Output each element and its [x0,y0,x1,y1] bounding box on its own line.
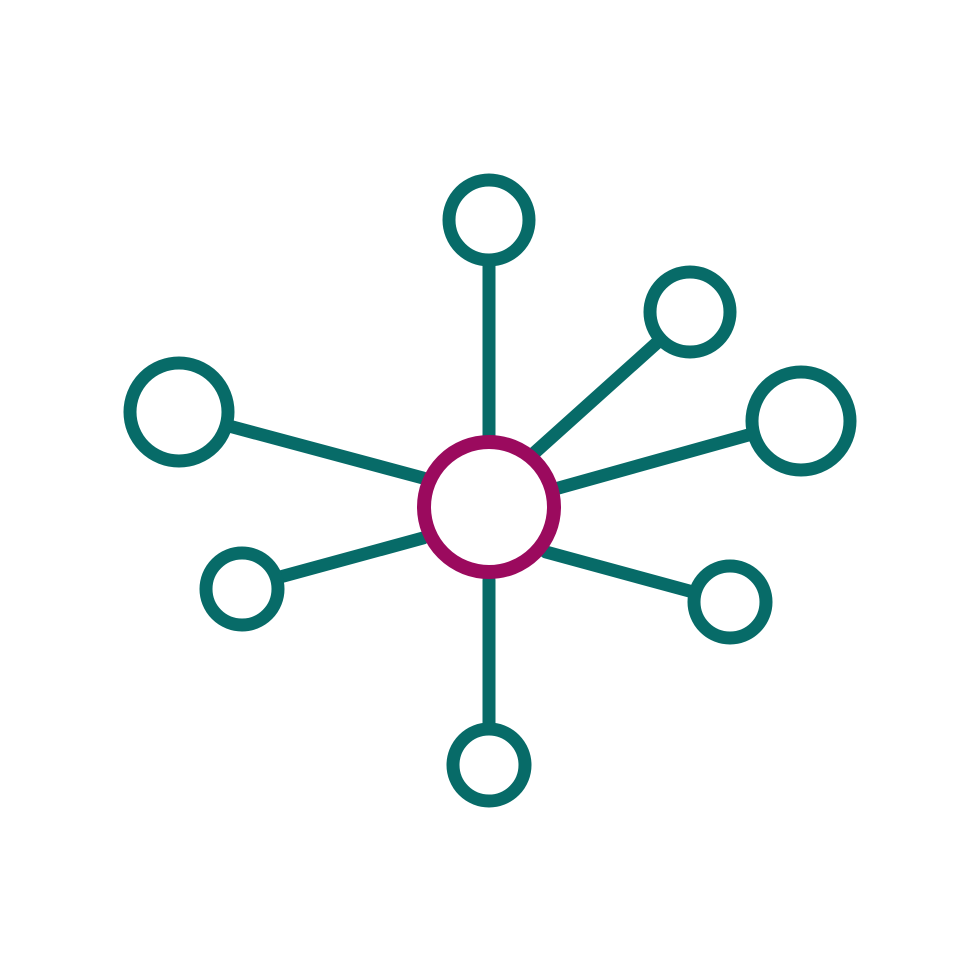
outer-nodes [123,173,857,808]
spoke-bottom-right [539,545,700,599]
spoke-top-right [525,333,667,462]
spokes [222,255,759,733]
node-right [745,365,857,477]
node-bottom-left [199,546,285,632]
hub-node [417,435,561,579]
node-left [123,356,235,468]
spoke-right [548,427,759,496]
node-bottom [446,722,532,808]
node-top [442,173,536,267]
node-top-right [643,265,737,359]
spoke-bottom-left [273,531,430,584]
spoke-left [222,419,430,485]
node-bottom-right [687,559,773,645]
